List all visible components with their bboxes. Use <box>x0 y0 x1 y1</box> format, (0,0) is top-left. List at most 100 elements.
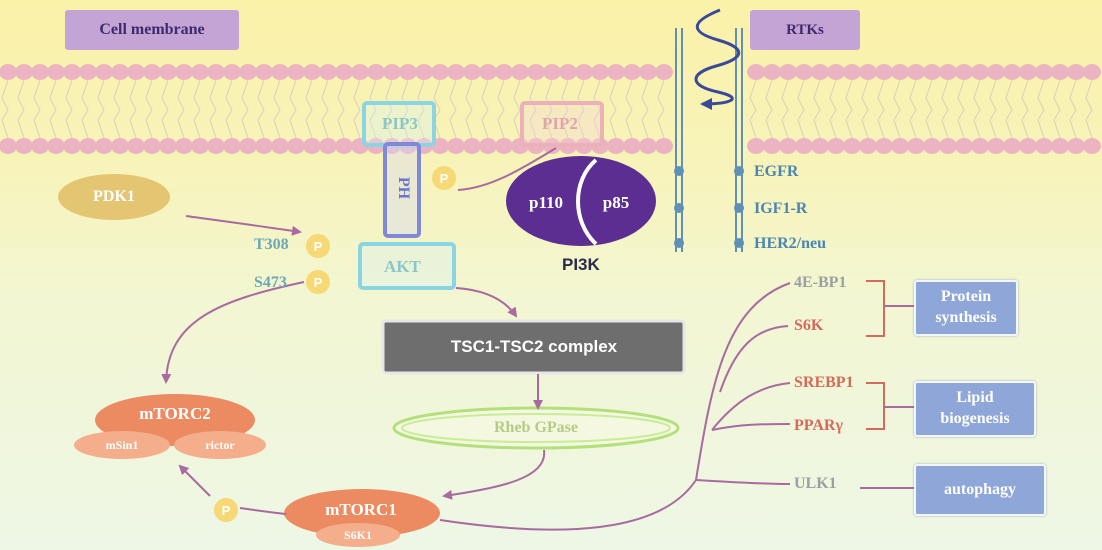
lipid-tail <box>989 79 997 139</box>
lipid-head <box>463 64 481 80</box>
lipid-tail <box>241 79 249 139</box>
lipid-head <box>763 138 781 154</box>
lipid-tail <box>957 79 965 139</box>
t308-label: T308 <box>254 236 289 253</box>
lipid-tail <box>369 79 377 139</box>
s473-label: S473 <box>254 274 287 291</box>
lipid-tail <box>161 79 169 139</box>
lipid-tail <box>513 79 521 139</box>
rheb-to-mtorc1-arrow <box>442 449 546 500</box>
lipid-head <box>655 64 673 80</box>
lipid-tail <box>765 79 773 139</box>
lipid-tail <box>65 79 73 139</box>
lipid-head <box>15 64 33 80</box>
lipid-head <box>415 64 433 80</box>
lipid-head <box>639 64 657 80</box>
s473-phospho-icon: P <box>306 270 330 294</box>
lipid-head <box>859 64 877 80</box>
lipid-tail <box>1005 79 1013 139</box>
lipid-head <box>511 138 529 154</box>
lipid-head <box>0 138 17 154</box>
lipid-tail <box>1021 79 1029 139</box>
target-4ebp1: 4E-BP1 <box>794 274 847 291</box>
lipid-tail <box>449 79 457 139</box>
lipid-tail <box>273 79 281 139</box>
lipid-head <box>955 138 973 154</box>
mtorc1-label: mTORC1 <box>325 500 397 519</box>
lipid-head <box>303 138 321 154</box>
s6k1-label: S6K1 <box>343 527 372 542</box>
lipid-head <box>591 64 609 80</box>
lipid-head <box>907 138 925 154</box>
lipid-head <box>495 64 513 80</box>
lipid-head <box>1003 64 1021 80</box>
lipid-head <box>175 64 193 80</box>
lipid-tail <box>353 79 361 139</box>
lipid-tail <box>1085 79 1093 139</box>
lipid-head <box>875 64 893 80</box>
lipid-head <box>175 138 193 154</box>
lipid-head <box>495 138 513 154</box>
akt-box <box>358 242 456 290</box>
lipid-head <box>511 64 529 80</box>
lipid-head <box>1067 138 1085 154</box>
rheb-label: Rheb GPase <box>494 419 578 436</box>
lipid-head <box>159 138 177 154</box>
lipid-head <box>923 138 941 154</box>
lipid-head <box>143 64 161 80</box>
lipid-head <box>971 64 989 80</box>
curve-s6k <box>719 325 789 393</box>
lipid-head <box>255 64 273 80</box>
lipid-tail <box>417 79 425 139</box>
lipid-head <box>559 64 577 80</box>
p-to-pip2-link <box>457 147 557 191</box>
lipid-head <box>907 64 925 80</box>
s6k1-subunit <box>316 523 400 547</box>
lipid-head <box>843 64 861 80</box>
mtorc1-body <box>284 489 440 537</box>
lipid-head <box>223 64 241 80</box>
lipid-head <box>795 138 813 154</box>
lipid-tail <box>385 79 393 139</box>
ph-box <box>383 142 421 238</box>
lipid-tail <box>145 79 153 139</box>
lipid-head <box>431 64 449 80</box>
pi3k-p85-label: p85 <box>602 193 630 212</box>
lipid-biogenesis-line1: Lipid <box>956 389 994 407</box>
lipid-tail <box>337 79 345 139</box>
lipid-tail <box>797 79 805 139</box>
lipid-tail <box>97 79 105 139</box>
pi3k-p110-label: p110 <box>528 193 564 212</box>
lipid-head <box>987 138 1005 154</box>
lipid-head <box>271 138 289 154</box>
egfr-label: EGFR <box>754 163 799 180</box>
pip3-label: PIP3 <box>382 114 418 133</box>
lipid-head <box>207 64 225 80</box>
lipid-head <box>191 64 209 80</box>
lipid-head <box>527 64 545 80</box>
pip2-box <box>520 101 604 147</box>
lipid-tail <box>225 79 233 139</box>
lipid-head <box>191 138 209 154</box>
lipid-head <box>79 138 97 154</box>
lipid-head <box>939 138 957 154</box>
curve-pparg <box>711 423 791 431</box>
target-ulk1: ULK1 <box>794 475 837 492</box>
lipid-head <box>111 64 129 80</box>
lipid-head <box>271 64 289 80</box>
lipid-head <box>607 138 625 154</box>
lipid-head <box>63 64 81 80</box>
lipid-biogenesis-line2: biogenesis <box>940 410 1010 427</box>
lipid-head <box>811 64 829 80</box>
lipid-biogenesis-box: Lipid biogenesis <box>914 381 1036 437</box>
pi3k-divider <box>576 158 598 246</box>
lipid-head <box>1019 138 1037 154</box>
lipid-head <box>399 64 417 80</box>
lipid-tail <box>465 79 473 139</box>
lipid-tail <box>877 79 885 139</box>
lipid-head <box>747 64 765 80</box>
lipid-head <box>143 138 161 154</box>
lipid-head <box>63 138 81 154</box>
lipid-head <box>843 138 861 154</box>
lipid-tail <box>529 79 537 139</box>
